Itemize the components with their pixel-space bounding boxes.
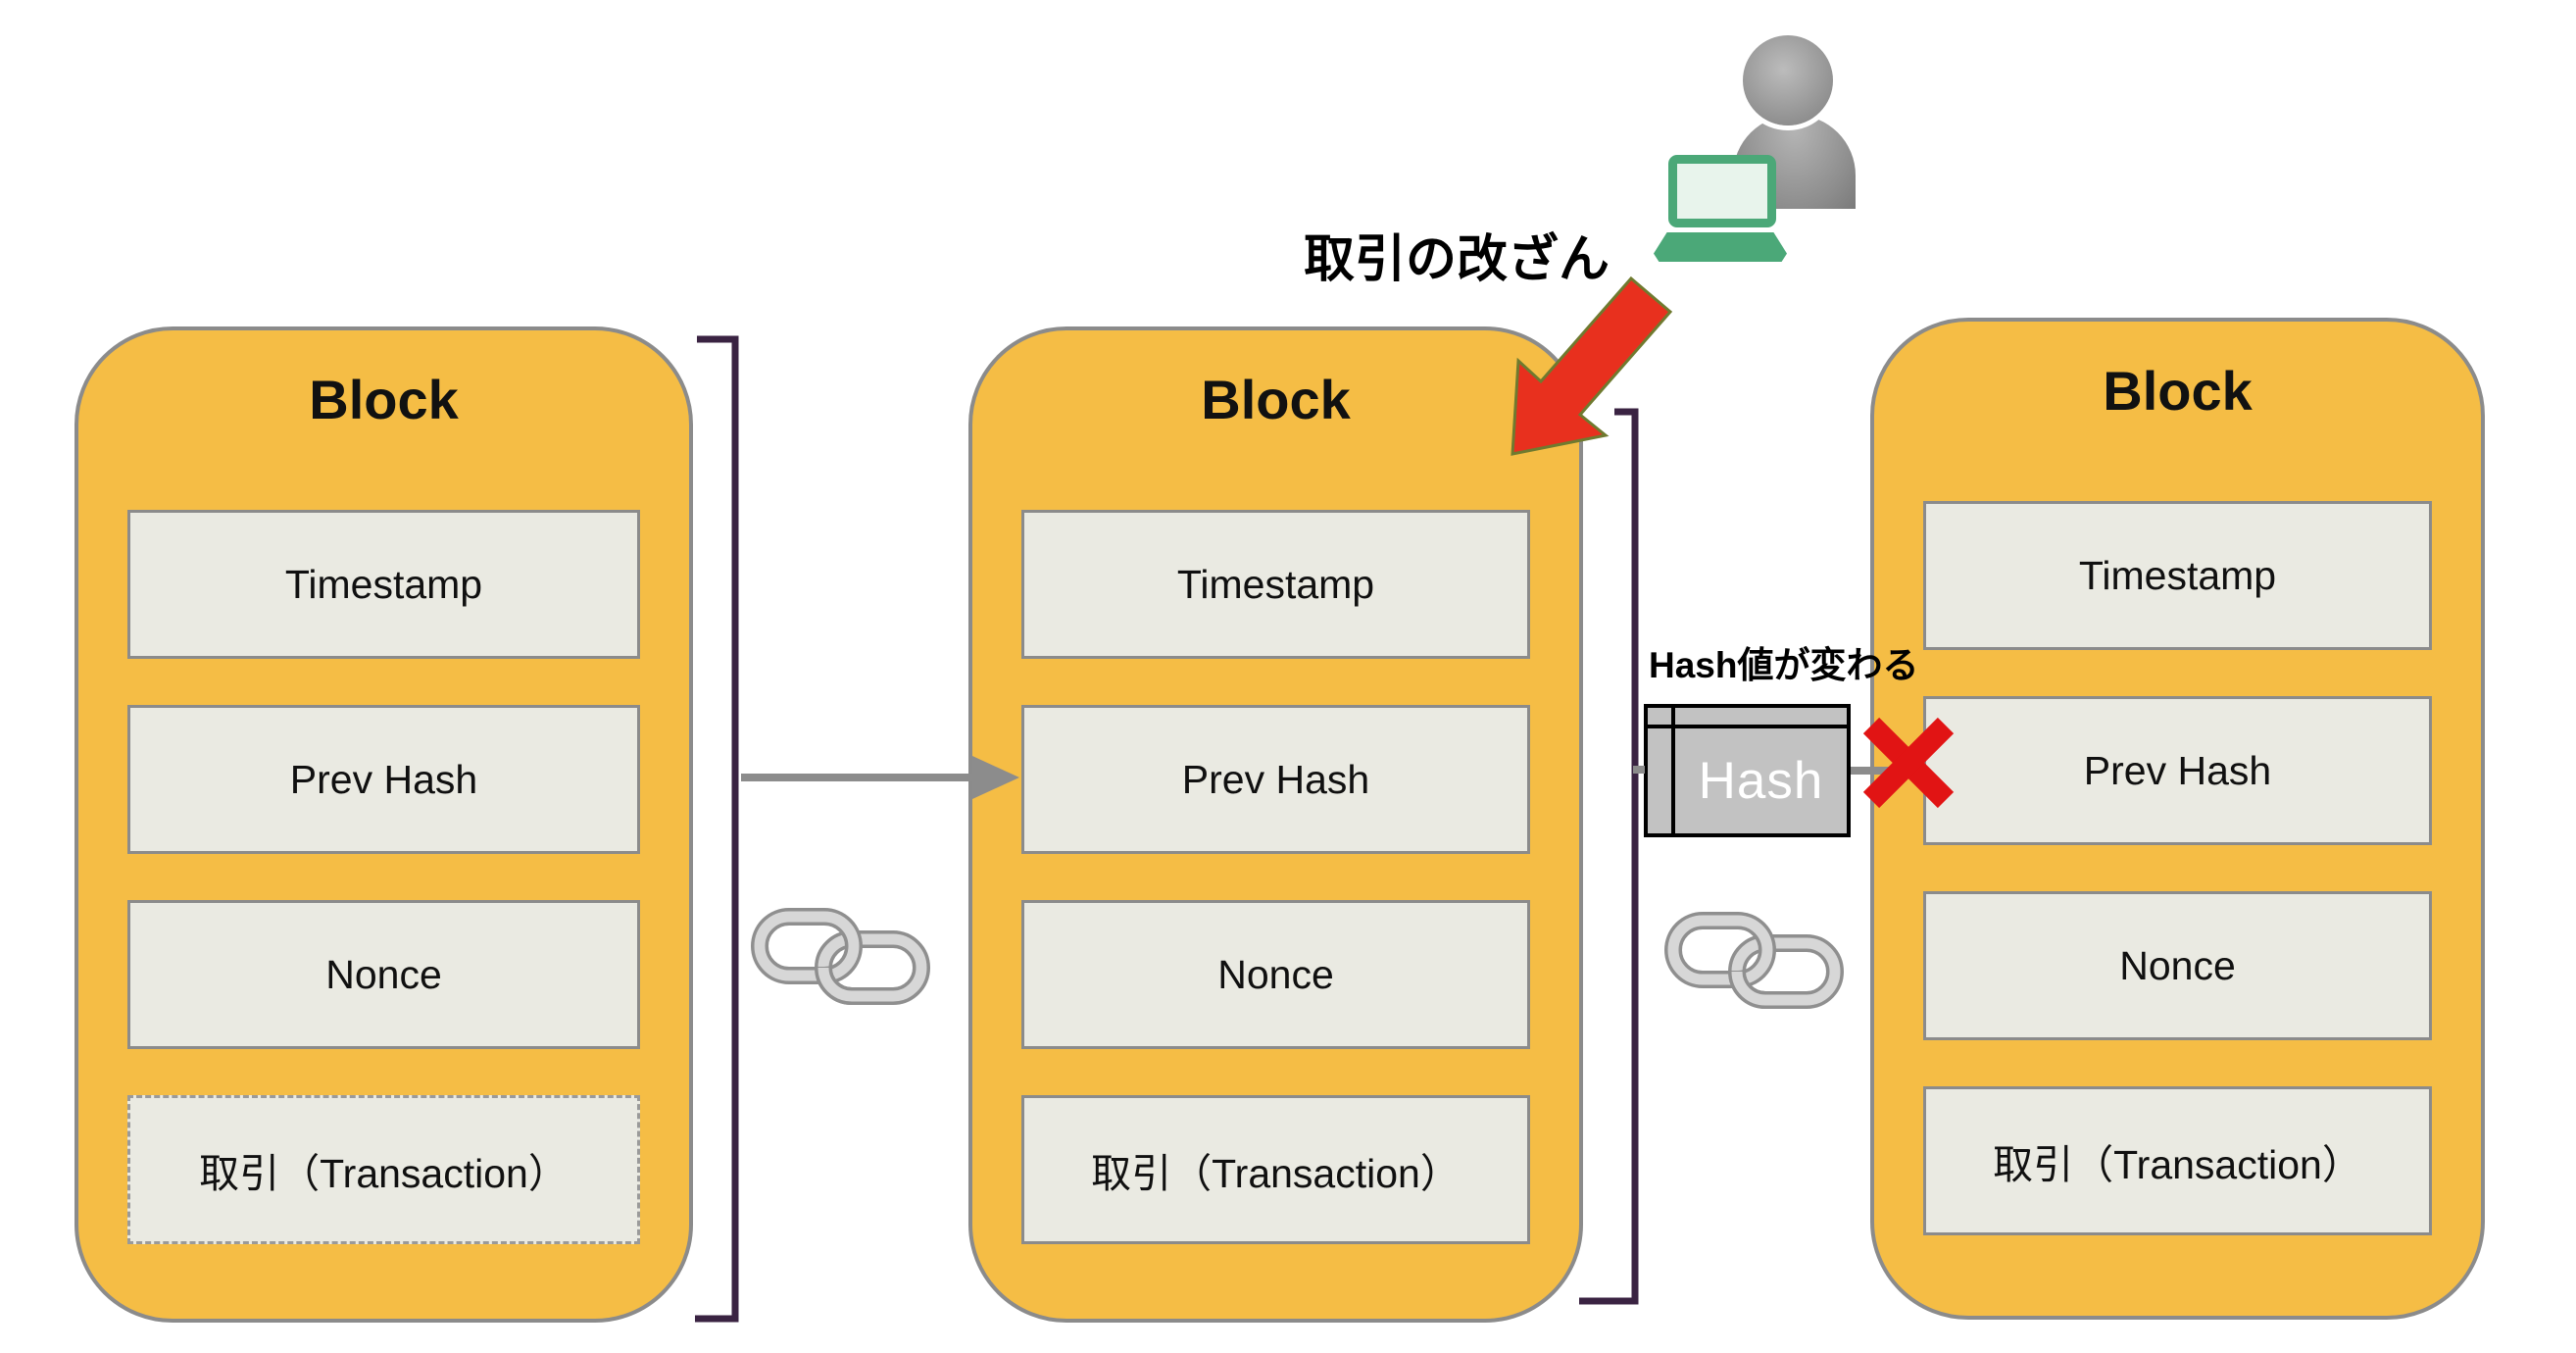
attacker-person-head-icon bbox=[1743, 35, 1833, 125]
block-scope-bracket-2 bbox=[1579, 408, 1639, 1305]
block-scope-bracket-1 bbox=[695, 335, 739, 1323]
hash-change-label: Hash値が変わる bbox=[1649, 645, 1919, 685]
hash-label: Hash bbox=[1698, 752, 1824, 810]
block-1-field-nonce: Nonce bbox=[127, 900, 640, 1049]
tamper-label: 取引の改ざん bbox=[1304, 231, 1610, 288]
hash-table-header-divider bbox=[1648, 725, 1847, 728]
block-2-field-prev-hash: Prev Hash bbox=[1021, 705, 1530, 854]
block-2-field-timestamp: Timestamp bbox=[1021, 510, 1530, 659]
block-3-field-transaction: 取引（Transaction） bbox=[1923, 1086, 2432, 1235]
block-1: Block Timestamp Prev Hash Nonce 取引（Trans… bbox=[74, 326, 693, 1323]
hash-table-column-divider bbox=[1671, 708, 1675, 833]
block-1-title: Block bbox=[309, 369, 459, 430]
hash-table-icon: Hash bbox=[1644, 704, 1851, 837]
laptop-base-icon bbox=[1654, 232, 1787, 262]
block-3-field-timestamp: Timestamp bbox=[1923, 501, 2432, 650]
block-1-field-transaction: 取引（Transaction） bbox=[127, 1095, 640, 1244]
block-3-field-prev-hash: Prev Hash bbox=[1923, 696, 2432, 845]
chain-link-icon-2 bbox=[1673, 921, 1835, 1000]
block-2-title: Block bbox=[1201, 369, 1351, 430]
block-2-field-transaction: 取引（Transaction） bbox=[1021, 1095, 1530, 1244]
block-1-field-timestamp: Timestamp bbox=[127, 510, 640, 659]
laptop-icon bbox=[1668, 155, 1776, 227]
chain-link-icon-1 bbox=[760, 917, 921, 996]
block-3-field-nonce: Nonce bbox=[1923, 891, 2432, 1040]
block-2-field-nonce: Nonce bbox=[1021, 900, 1530, 1049]
block-3-title: Block bbox=[2103, 360, 2253, 422]
block-2: Block Timestamp Prev Hash Nonce 取引（Trans… bbox=[968, 326, 1583, 1323]
block-3: Block Timestamp Prev Hash Nonce 取引（Trans… bbox=[1870, 318, 2485, 1320]
block-1-field-prev-hash: Prev Hash bbox=[127, 705, 640, 854]
